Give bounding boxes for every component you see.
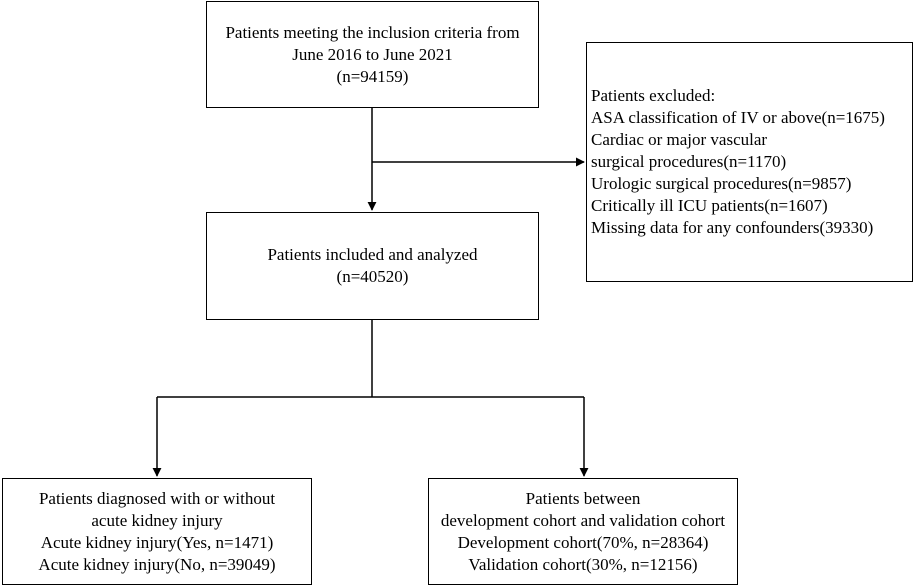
excluded-cardiac-2: surgical procedures(n=1170) bbox=[591, 152, 787, 171]
excluded-urologic: Urologic surgical procedures(n=9857) bbox=[591, 174, 852, 193]
cohort-line-1: Patients between bbox=[525, 488, 641, 508]
excluded-icu: Critically ill ICU patients(n=1607) bbox=[591, 196, 828, 215]
included-count: (n=40520) bbox=[336, 267, 409, 286]
aki-diagnosis-box: Patients diagnosed with or without acute… bbox=[2, 478, 312, 585]
inclusion-count: (n=94159) bbox=[336, 66, 409, 86]
aki-line-1: Patients diagnosed with or without bbox=[38, 488, 276, 508]
excluded-asa: ASA classification of IV or above(n=1675… bbox=[591, 108, 885, 127]
cohort-development: Development cohort(70%, n=28364) bbox=[457, 532, 709, 552]
cohort-line-2: development cohort and validation cohort bbox=[440, 510, 726, 530]
excluded-heading: Patients excluded: bbox=[591, 86, 716, 105]
cohort-validation: Validation cohort(30%, n=12156) bbox=[468, 554, 698, 574]
excluded-patients-box: Patients excluded: ASA classification of… bbox=[586, 42, 913, 282]
inclusion-line-1: Patients meeting the inclusion criteria … bbox=[225, 22, 520, 42]
excluded-missing: Missing data for any confounders(39330) bbox=[591, 218, 874, 237]
excluded-cardiac-1: Cardiac or major vascular bbox=[591, 130, 768, 149]
aki-no: Acute kidney injury(No, n=39049) bbox=[38, 554, 276, 574]
inclusion-criteria-box: Patients meeting the inclusion criteria … bbox=[206, 1, 539, 108]
included-analyzed-box: Patients included and analyzed (n=40520) bbox=[206, 212, 539, 320]
cohort-split-box: Patients between development cohort and … bbox=[428, 478, 738, 585]
aki-yes: Acute kidney injury(Yes, n=1471) bbox=[40, 532, 274, 552]
included-line-1: Patients included and analyzed bbox=[267, 245, 478, 264]
inclusion-line-2: June 2016 to June 2021 bbox=[292, 44, 453, 64]
aki-line-2: acute kidney injury bbox=[91, 510, 223, 530]
